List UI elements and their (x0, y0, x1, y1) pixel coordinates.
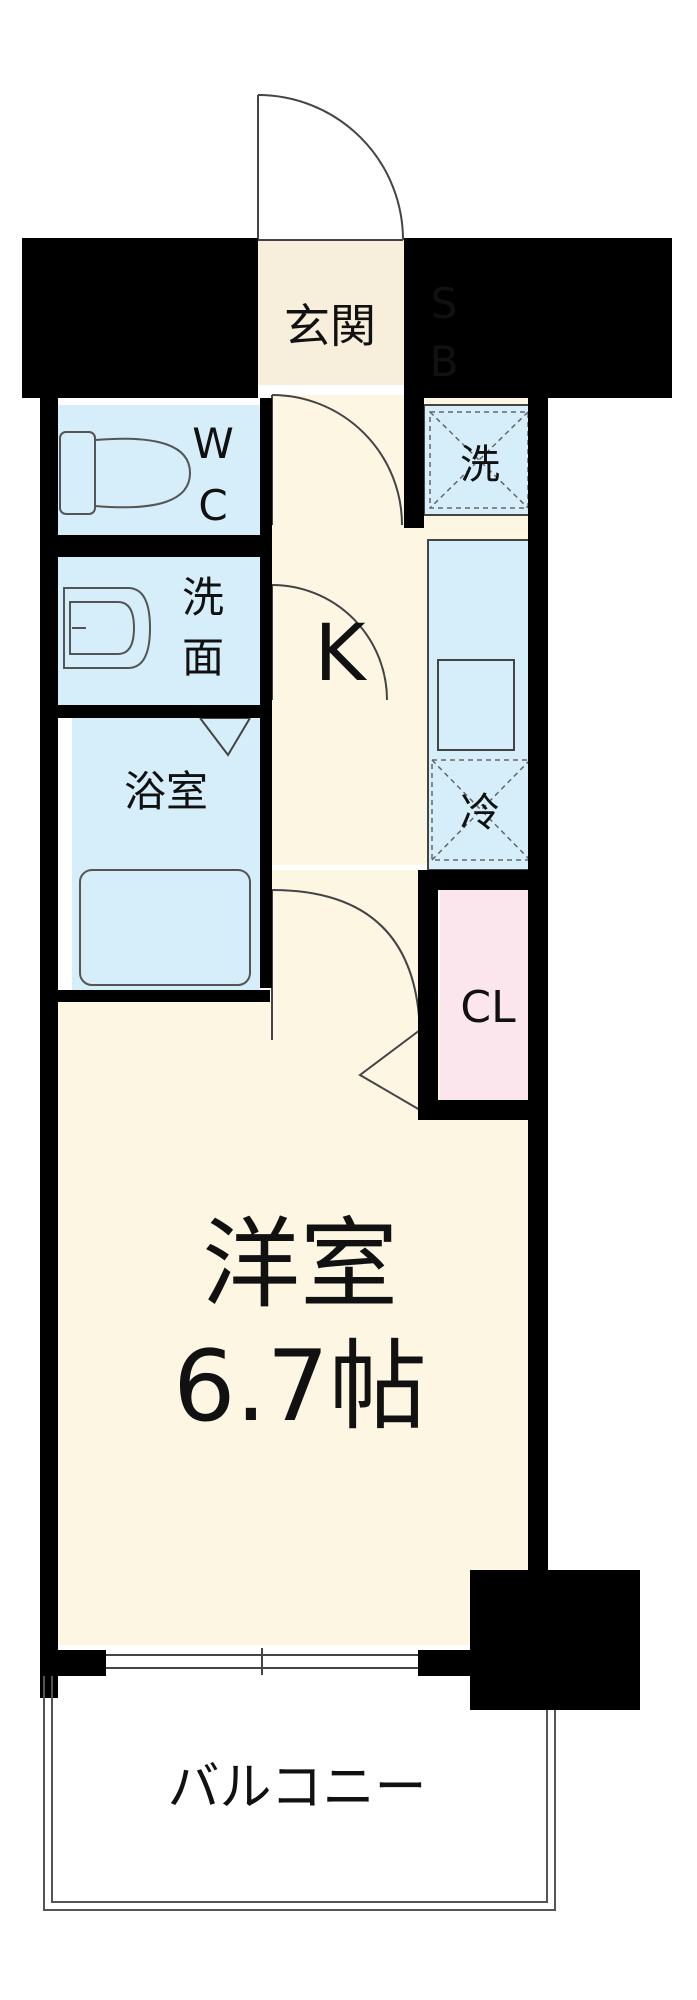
entrance-floor (258, 240, 404, 385)
label-refrigerator: 冷 (460, 790, 500, 836)
washbasin-room (55, 557, 260, 705)
label-toilet-c: C (198, 481, 227, 530)
walls (22, 238, 672, 1710)
label-bath: 浴室 (124, 767, 208, 816)
label-area: 6.7帖 (173, 1330, 427, 1444)
label-shoe-box-s: S (431, 279, 458, 328)
closet-room (440, 890, 538, 1100)
balcony-rail (43, 1676, 556, 1911)
bath-room (72, 718, 260, 993)
label-washbasin-1: 洗 (182, 573, 224, 622)
sink (437, 659, 515, 751)
toilet-fixture (59, 431, 192, 515)
label-washbasin-2: 面 (182, 633, 224, 682)
window (106, 1648, 418, 1675)
bathtub-fixture (79, 869, 251, 986)
kitchen-counter (427, 539, 539, 871)
label-washer: 洗 (460, 442, 500, 488)
entrance-door (257, 94, 404, 241)
label-toilet-w: W (192, 419, 234, 468)
label-western-room: 洋室 (202, 1208, 398, 1322)
washbasin-fixture (63, 587, 152, 669)
label-shoe-box-b: B (430, 337, 459, 386)
label-balcony: バルコニー (168, 1758, 427, 1818)
label-entrance: 玄関 (284, 299, 376, 353)
label-kitchen: K (314, 609, 367, 699)
label-closet: CL (460, 982, 516, 1033)
